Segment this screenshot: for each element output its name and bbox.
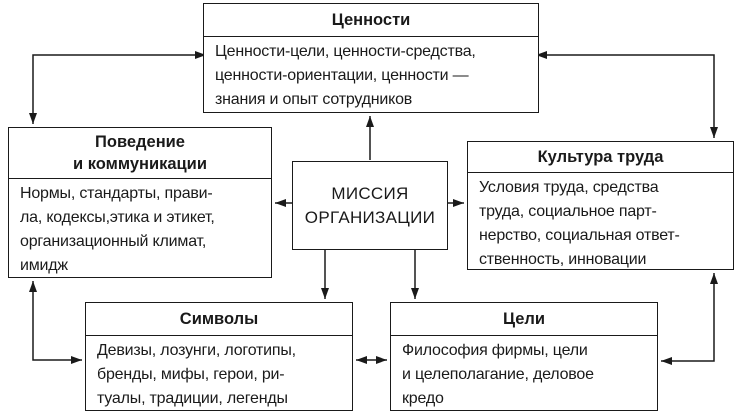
goals-title: Цели bbox=[391, 303, 657, 336]
culture-box: Культура труда Условия труда, средства т… bbox=[467, 141, 734, 270]
symbols-box: Символы Девизы, лозунги, логотипы, бренд… bbox=[85, 302, 353, 411]
arrow-values-culture bbox=[536, 51, 718, 138]
goals-body: Философия фирмы, цели и целеполагание, д… bbox=[402, 342, 594, 407]
arrow-culture-goals bbox=[661, 273, 718, 365]
values-box: Ценности Ценности-цели, ценности-средств… bbox=[203, 3, 539, 113]
arrow-values-behavior bbox=[29, 51, 206, 124]
culture-title: Культура труда bbox=[468, 142, 733, 173]
symbols-title: Символы bbox=[86, 303, 352, 336]
culture-body: Условия труда, средства труда, социально… bbox=[479, 179, 680, 268]
arrow-behavior-symbols bbox=[29, 281, 82, 364]
behavior-body: Нормы, стандарты, прави- ла, кодексы,эти… bbox=[20, 185, 215, 274]
goals-box: Цели Философия фирмы, цели и целеполаган… bbox=[390, 302, 658, 411]
behavior-box: Поведение и коммуникации Нормы, стандарт… bbox=[8, 127, 272, 278]
behavior-title: Поведение и коммуникации bbox=[9, 128, 271, 179]
values-body: Ценности-цели, ценности-средства, ценнос… bbox=[215, 43, 476, 108]
mission-box: МИССИЯ ОРГАНИЗАЦИИ bbox=[292, 161, 448, 250]
values-title: Ценности bbox=[204, 4, 538, 37]
symbols-body: Девизы, лозунги, логотипы, бренды, мифы,… bbox=[97, 342, 296, 407]
